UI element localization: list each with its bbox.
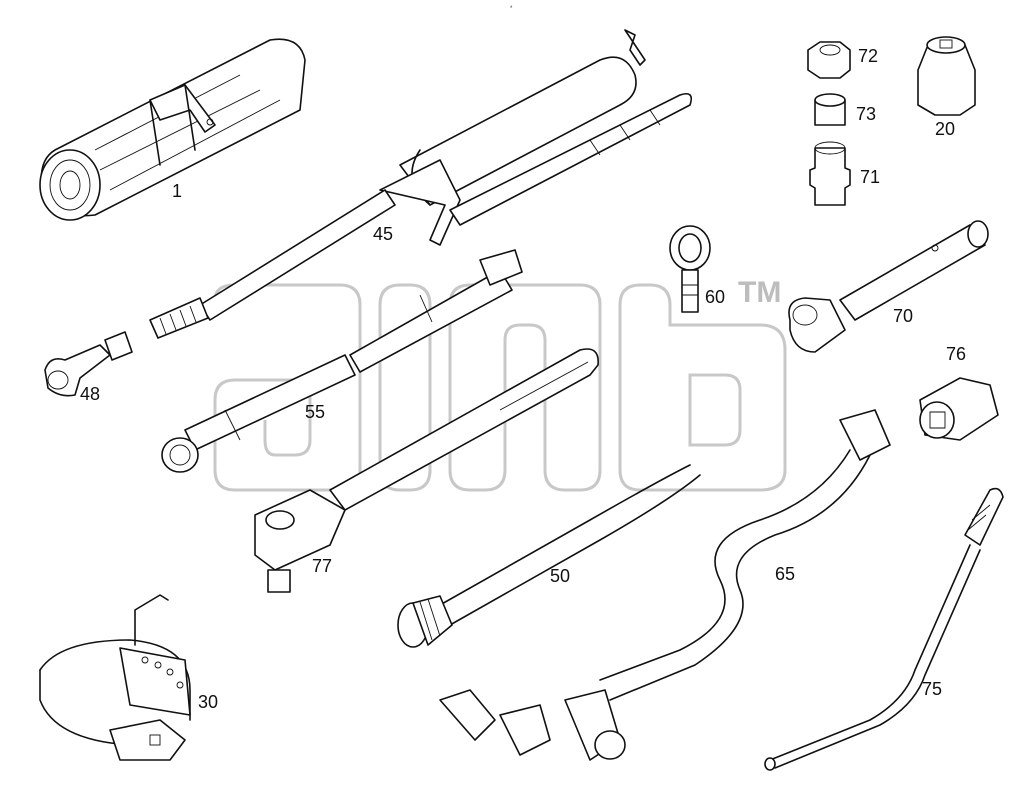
ratchet-drawing: [254, 348, 599, 593]
label-part-73: 73: [856, 104, 876, 124]
watermark: TM: [213, 276, 787, 492]
label-part-72: 72: [858, 46, 878, 66]
label-part-45: 45: [373, 224, 393, 244]
socket-76-drawing: [919, 377, 999, 441]
label-part-55: 55: [305, 402, 325, 422]
dipstick-drawing: [764, 487, 1004, 771]
corner-mark: *: [510, 6, 513, 12]
eye-bolt-drawing: [669, 225, 711, 313]
socket-20-drawing: [917, 36, 976, 116]
label-part-48: 48: [80, 384, 100, 404]
label-part-30: 30: [198, 692, 218, 712]
plug-drawing: [814, 93, 846, 126]
elbow-drawing: [44, 331, 133, 397]
label-part-50: 50: [550, 566, 570, 586]
grease-gun-drawing: [149, 29, 693, 339]
label-part-75: 75: [922, 679, 942, 699]
watermark-text: TM: [738, 276, 781, 309]
hose-drawing: [397, 464, 701, 648]
label-part-70: 70: [893, 306, 913, 326]
pipe-drawing: [439, 409, 891, 761]
label-part-1: 1: [172, 181, 182, 201]
ring-compressor-drawing: [39, 594, 191, 761]
adapter-drawing: [788, 220, 989, 353]
label-part-20: 20: [935, 119, 955, 139]
label-part-76: 76: [946, 344, 966, 364]
label-part-60: 60: [705, 287, 725, 307]
nipple-drawing: [809, 141, 851, 206]
label-part-77: 77: [312, 556, 332, 576]
extension-drawing: [161, 249, 523, 473]
label-part-65: 65: [775, 564, 795, 584]
label-part-71: 71: [860, 167, 880, 187]
nut-drawing: [807, 41, 851, 79]
tool-roll-drawing: [39, 38, 306, 221]
